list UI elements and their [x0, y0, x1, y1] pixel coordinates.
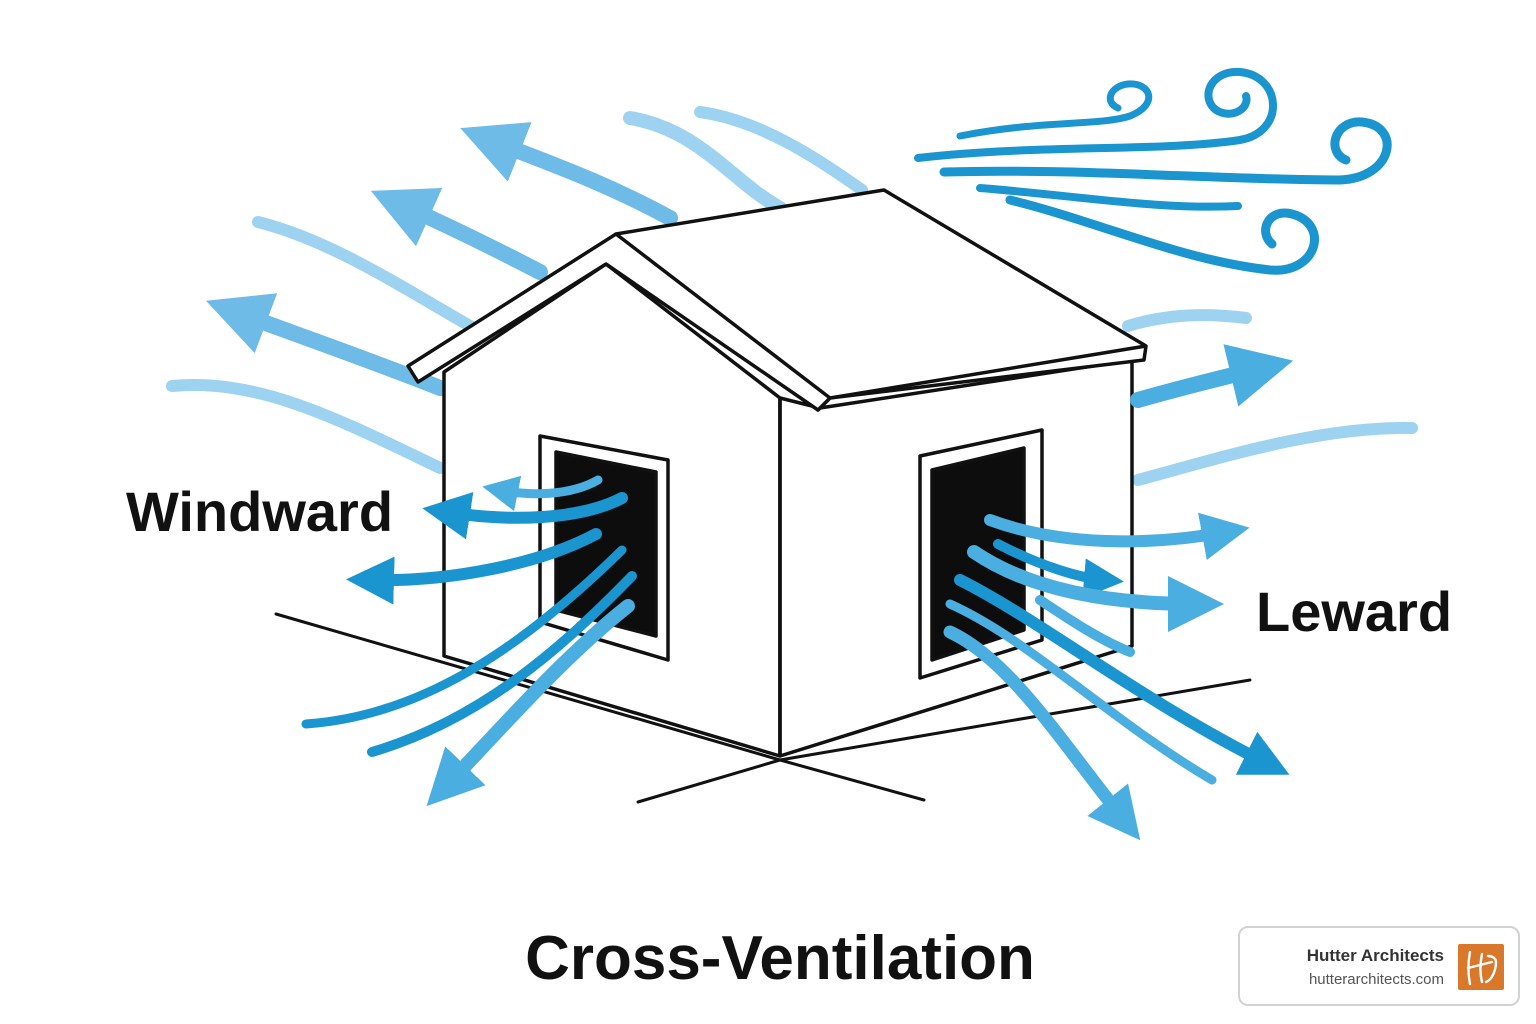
airflow-stream [945, 599, 1217, 785]
attribution-badge[interactable]: Hutter Architects hutterarchitects.com [1238, 926, 1520, 1006]
airflow-arrow [984, 512, 1250, 560]
ground-line-left [274, 612, 782, 762]
airflow-stream [1122, 309, 1252, 332]
windward-arrows [346, 475, 628, 605]
airflow-arrow [967, 545, 1224, 632]
airflow-arrow [1130, 344, 1294, 408]
airflow-arrow [426, 599, 635, 807]
airflow-arrow [370, 187, 548, 280]
badge-website-link[interactable]: hutterarchitects.com [1308, 971, 1444, 988]
airflow-arrow [993, 539, 1124, 599]
airflow-stream [367, 571, 637, 757]
airflow-arrow [422, 491, 628, 540]
airflow-stream [166, 379, 446, 474]
badge-company-name: Hutter Architects [1306, 946, 1444, 965]
airflow-arrow [482, 475, 603, 512]
logo-mark [1466, 950, 1498, 986]
leward-label: Leward [1256, 580, 1453, 643]
incoming-streams [301, 545, 637, 807]
wind-line [1005, 195, 1319, 275]
airflow-stream [301, 545, 627, 729]
ground-lines [274, 612, 1252, 804]
airflow-stream [623, 111, 787, 215]
windward-label: Windward [126, 480, 394, 543]
leward-arrows [943, 344, 1294, 841]
airflow-stream [694, 106, 868, 196]
airflow-stream [252, 216, 476, 332]
airflow-stream [1132, 421, 1418, 486]
diagram-caption: Cross-Ventilation [525, 924, 1035, 993]
wind-line [914, 67, 1277, 162]
airflow-arrow [346, 528, 602, 605]
wind-line [956, 80, 1153, 140]
wind-line [939, 117, 1392, 185]
airflow-arrow [460, 122, 678, 226]
house-roof-eave [406, 232, 832, 412]
ground-line-front-left [636, 758, 782, 804]
airflow-arrow [943, 625, 1141, 841]
airflow-arrow [954, 574, 1290, 775]
wind-gust-icon [914, 67, 1392, 275]
hutter-architects-logo-icon [1458, 944, 1504, 990]
wind-line [976, 184, 1242, 211]
background-airflow [166, 106, 1418, 486]
ground-line-right [778, 678, 1252, 762]
airflow-arrow [206, 293, 448, 396]
ground-line-front-right [778, 758, 926, 802]
house-roof-edge [829, 344, 1147, 400]
airflow-stream [1035, 595, 1135, 657]
